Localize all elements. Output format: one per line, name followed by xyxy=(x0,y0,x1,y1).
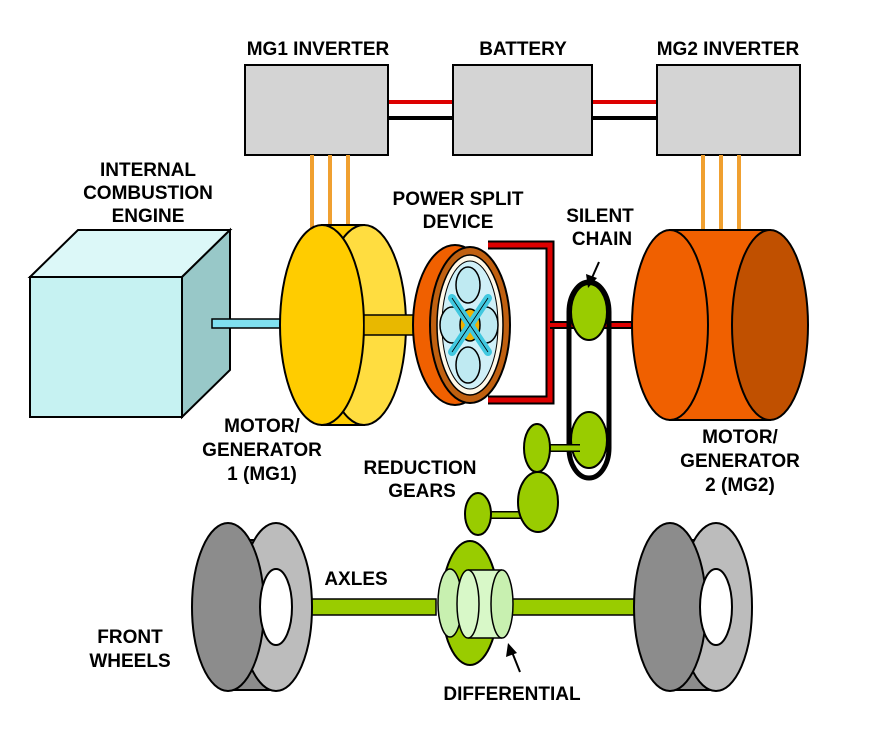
label-differential: DIFFERENTIAL xyxy=(443,684,581,705)
label-power-split-line2: DEVICE xyxy=(423,212,494,233)
label-mg2-line1: MOTOR/ xyxy=(702,427,778,448)
mg2-inverter-box xyxy=(656,64,801,156)
mg2-motor-generator xyxy=(631,229,809,421)
label-front-wheels-line2: WHEELS xyxy=(89,651,170,672)
label-silent-chain-line1: SILENT xyxy=(566,206,634,227)
label-mg1-line2: GENERATOR xyxy=(202,440,322,461)
mg1-inverter-box xyxy=(244,64,389,156)
label-front-wheels-line1: FRONT xyxy=(97,627,163,648)
label-power-split-line1: POWER SPLIT xyxy=(393,189,524,210)
label-engine-line1: INTERNAL xyxy=(100,160,196,181)
mg1-motor-generator xyxy=(279,224,425,426)
label-mg1-inverter: MG1 INVERTER xyxy=(247,39,390,60)
label-mg1-line3: 1 (MG1) xyxy=(227,464,297,485)
label-battery: BATTERY xyxy=(479,39,567,60)
labels: MG1 INVERTER BATTERY MG2 INVERTER INTERN… xyxy=(83,39,800,705)
differential xyxy=(437,540,514,666)
power-electronics xyxy=(244,64,801,238)
label-reduction-gears-line1: REDUCTION xyxy=(364,458,477,479)
label-mg2-line3: 2 (MG2) xyxy=(705,475,775,496)
label-engine-line3: ENGINE xyxy=(112,206,185,227)
battery-box xyxy=(452,64,593,156)
differential-pointer-arrowhead xyxy=(506,643,517,657)
mg2-phase-cables xyxy=(701,155,741,238)
chain-pointer-arrowhead xyxy=(586,274,597,288)
label-silent-chain-line2: CHAIN xyxy=(572,229,632,250)
power-split-device xyxy=(412,244,511,406)
label-engine-line2: COMBUSTION xyxy=(83,183,213,204)
label-axles: AXLES xyxy=(324,569,387,590)
left-wheel xyxy=(191,522,313,692)
label-mg2-line2: GENERATOR xyxy=(680,451,800,472)
reduction-gears xyxy=(464,423,580,536)
right-wheel xyxy=(633,522,753,692)
label-mg1-line1: MOTOR/ xyxy=(224,416,300,437)
engine-block xyxy=(27,227,233,420)
differential-pointer-line xyxy=(511,651,521,673)
label-mg2-inverter: MG2 INVERTER xyxy=(657,39,800,60)
label-reduction-gears-line2: GEARS xyxy=(388,481,456,502)
